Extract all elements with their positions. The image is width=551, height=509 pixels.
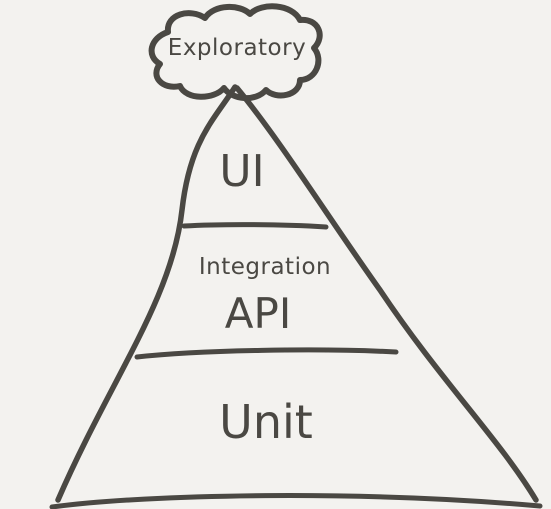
integration-layer-label: Integration [199, 254, 331, 280]
pyramid-left-edge [55, 84, 238, 503]
exploratory-cloud [148, 3, 323, 101]
exploratory-label: Exploratory [168, 35, 306, 61]
unit-layer-label: Unit [219, 395, 313, 449]
ui-layer-label: UI [219, 146, 264, 197]
pyramid-right-edge [234, 85, 539, 503]
pyramid-base [49, 493, 543, 509]
divider-ui [181, 222, 329, 230]
api-layer-label: API [225, 289, 291, 338]
divider-api [134, 347, 399, 360]
